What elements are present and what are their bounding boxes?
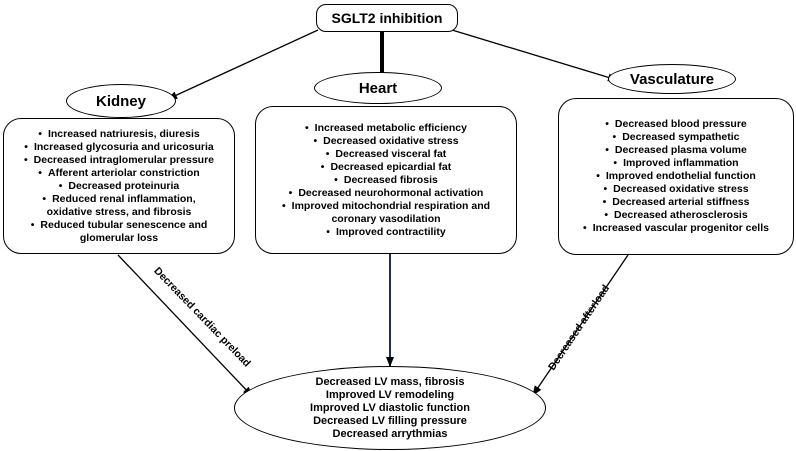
kidney-effect-item: Decreased proteinuria [10,180,228,193]
heart-effect-item: Decreased visceral fat [262,148,510,161]
heart-effects-list: Increased metabolic efficiency Decreased… [262,122,510,239]
heart-effect-item: Improved contractility [262,226,510,239]
arrow-root-to-vasculature [451,29,618,82]
outcome-item: Decreased LV mass, fibrosis [315,375,465,388]
vasculature-effect-item: Decreased plasma volume [565,144,787,157]
heart-effect-item-continued: coronary vasodilation [331,212,441,225]
heart-effect-item: Decreased epicardial fat [262,161,510,174]
root-label: SGLT2 inhibition [331,10,443,26]
vasculature-effects-box: Decreased blood pressure Decreased sympa… [558,98,794,255]
outcome-item: Decreased arrythmias [332,427,448,440]
kidney-effect-item: Reduced tubular senescence and [10,219,228,232]
kidney-effect-item-continued: glomerular loss [79,231,159,244]
heart-label: Heart [358,79,398,97]
vasculature-label: Vasculature [629,70,715,88]
vasculature-effect-item: Decreased atherosclerosis [565,209,787,222]
vasculature-effect-item: Decreased arterial stiffness [565,196,787,209]
heart-effect-item: Increased metabolic efficiency [262,122,510,135]
outcome-item: Decreased LV filling pressure [313,414,467,427]
heart-node: Heart [314,72,442,104]
kidney-effect-item: Afferent arteriolar constriction [10,167,228,180]
vasculature-node: Vasculature [608,64,736,94]
vasculature-effect-item: Improved inflammation [565,157,787,170]
heart-effect-item: Decreased neurohormonal activation [262,187,510,200]
outcome-item: Improved LV remodeling [325,388,455,401]
kidney-label: Kidney [95,92,146,110]
heart-effect-item: Decreased fibrosis [262,174,510,187]
heart-effects-box: Increased metabolic efficiency Decreased… [255,106,517,254]
kidney-effect-item: Decreased intraglomerular pressure [10,154,228,167]
vasculature-effects-list: Decreased blood pressure Decreased sympa… [565,118,787,235]
heart-effect-item: Decreased oxidative stress [262,135,510,148]
kidney-effect-item: Increased glycosuria and uricosuria [10,141,228,154]
vasculature-effect-item: Decreased blood pressure [565,118,787,131]
arrow-root-to-kidney [167,29,319,100]
outcome-item: Improved LV diastolic function [310,401,470,414]
kidney-node: Kidney [66,84,176,118]
kidney-effect-item: Increased natriuresis, diuresis [10,128,228,141]
kidney-effect-item: Reduced renal inflammation, [10,193,228,206]
kidney-effect-item-continued: oxidative stress, and fibrosis [46,205,192,218]
vasculature-effect-item: Improved endothelial function [565,170,787,183]
kidney-effects-box: Increased natriuresis, diuresis Increase… [3,118,235,254]
cardiac-outcome-node: Decreased LV mass, fibrosis Improved LV … [234,366,546,450]
arrow-kidney-to-outcome [117,254,253,397]
arrow-vasculature-to-outcome [532,254,629,396]
heart-effect-item: Improved mitochondrial respiration and [262,200,510,213]
vasculature-effect-item: Decreased sympathetic [565,131,787,144]
vasculature-effect-item: Decreased oxidative stress [565,183,787,196]
vasculature-effect-item: Increased vascular progenitor cells [565,222,787,235]
root-node-sglt2-inhibition: SGLT2 inhibition [316,4,458,32]
kidney-effects-list: Increased natriuresis, diuresis Increase… [10,128,228,245]
